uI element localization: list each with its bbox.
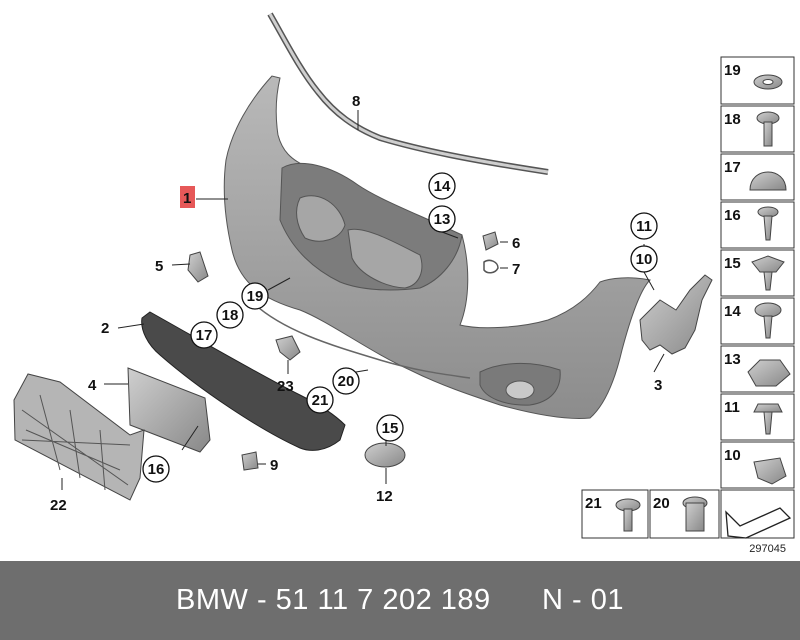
- callout-19: 19: [247, 288, 264, 305]
- clip-icon-15: [751, 255, 785, 291]
- panel-cell-17: 17: [724, 159, 741, 176]
- callout-16: 16: [148, 461, 165, 478]
- callout-13: 13: [434, 211, 451, 228]
- panel-cell-16: 16: [724, 207, 741, 224]
- clip-part-6: [482, 231, 499, 251]
- panel-cell-21: 21: [585, 495, 602, 512]
- bumper-cover-part-1: [223, 75, 652, 419]
- svg-text:1: 1: [183, 190, 191, 207]
- callout-14: 14: [434, 178, 451, 195]
- footer-bar: BMW - 51 11 7 202 189 N - 01: [0, 561, 800, 640]
- arrow-icon: [725, 507, 792, 539]
- callout-6: 6: [512, 235, 520, 252]
- bracket-part-23: [275, 335, 301, 361]
- callout-20: 20: [338, 373, 355, 390]
- callout-17: 17: [196, 327, 213, 344]
- panel-cell-14: 14: [724, 303, 741, 320]
- callout-10: 10: [636, 251, 653, 268]
- nut-part-9: [241, 451, 259, 471]
- spacer-icon-20: [682, 496, 708, 532]
- trim-strip-part-8: [267, 12, 549, 175]
- screw-icon-14: [754, 302, 782, 339]
- screw-icon-21: [615, 498, 641, 532]
- panel-cell-13: 13: [724, 351, 741, 368]
- cap-icon-17: [749, 171, 787, 191]
- callout-2: 2: [101, 320, 109, 337]
- bracket-part-5: [187, 251, 209, 283]
- callout-1: 1: [180, 186, 195, 208]
- circled-callouts: [142, 172, 658, 483]
- grille-strip-part-2: [141, 311, 346, 451]
- panel-cell-10: 10: [724, 447, 741, 464]
- callout-23: 23: [277, 378, 294, 395]
- nut-icon-13: [747, 359, 791, 387]
- callout-7: 7: [512, 261, 520, 278]
- callout-12: 12: [376, 488, 393, 505]
- cap-part-12: [364, 442, 406, 468]
- callout-15: 15: [382, 420, 399, 437]
- callout-5: 5: [155, 258, 163, 275]
- panel-cell-11: 11: [724, 399, 740, 416]
- clip-icon-10: [753, 457, 787, 485]
- screw-icon-16: [757, 206, 779, 241]
- part-number-caption: BMW - 51 11 7 202 189 N - 01: [176, 584, 624, 616]
- callout-22: 22: [50, 497, 67, 514]
- leader-lines: [61, 110, 665, 490]
- panel-cell-18: 18: [724, 111, 741, 128]
- panel-cell-20: 20: [653, 495, 670, 512]
- callout-4: 4: [88, 377, 97, 394]
- screw-icon-18: [756, 111, 780, 147]
- callout-3: 3: [654, 377, 662, 394]
- bracket-part-3: [639, 274, 713, 355]
- catalog-number: 297045: [749, 543, 786, 555]
- callout-21: 21: [312, 392, 329, 409]
- panel-cell-19: 19: [724, 62, 741, 79]
- plate-base-part-4: [127, 367, 211, 453]
- panel-cell-15: 15: [724, 255, 741, 272]
- clip-part-7: [483, 259, 499, 274]
- parts-legend-panel: 19 18 17 16 15 14 13 11 10 21 20: [581, 56, 795, 555]
- callout-18: 18: [222, 307, 239, 324]
- callout-11: 11: [636, 218, 652, 235]
- carrier-part-22: [13, 373, 145, 501]
- screw-icon-11: [753, 403, 783, 435]
- callout-9: 9: [270, 457, 278, 474]
- callout-8: 8: [352, 93, 360, 110]
